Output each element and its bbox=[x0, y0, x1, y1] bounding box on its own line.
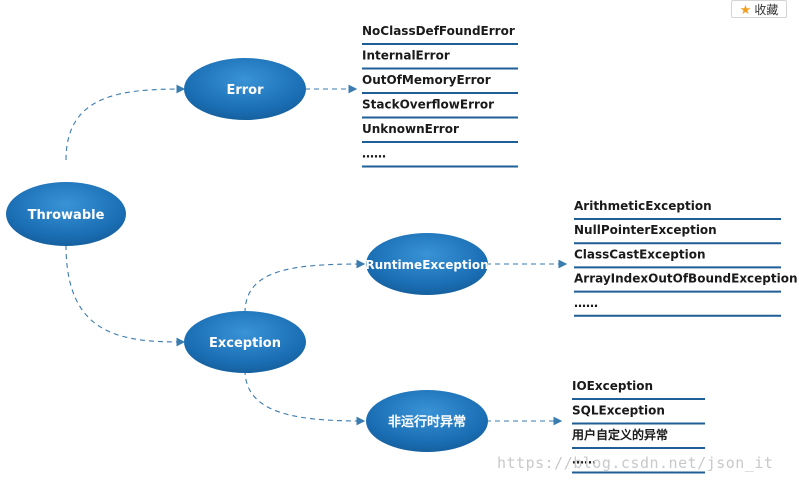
list-item: UnknownError bbox=[362, 122, 459, 136]
list-item: OutOfMemoryError bbox=[362, 73, 491, 87]
star-icon: ★ bbox=[739, 1, 752, 17]
list-item: NullPointerException bbox=[574, 223, 717, 237]
node-exception: Exception bbox=[184, 311, 306, 373]
connector-exception-nonruntime bbox=[244, 369, 366, 426]
list-item: …… bbox=[574, 296, 598, 310]
list-item: …… bbox=[572, 453, 596, 467]
list-item: NoClassDefFoundError bbox=[362, 24, 515, 38]
runtime-exception-list: ArithmeticExceptionNullPointerExceptionC… bbox=[574, 199, 798, 317]
error-subclass-list: NoClassDefFoundErrorInternalErrorOutOfMe… bbox=[362, 24, 518, 168]
list-item: …… bbox=[362, 147, 386, 161]
list-item: ArrayIndexOutOfBoundException bbox=[574, 272, 798, 286]
watermark: https://blog.csdn.net/json_it bbox=[497, 454, 774, 472]
node-non-runtime-exception: 非运行时异常 bbox=[366, 390, 488, 452]
connector-throwable-error bbox=[65, 84, 186, 161]
list-item: StackOverflowError bbox=[362, 98, 494, 112]
favorite-label: 收藏 bbox=[754, 2, 779, 17]
list-item: 用户自定义的异常 bbox=[571, 427, 668, 442]
connector-exception-runtime bbox=[244, 259, 366, 314]
node-non-runtime-exception-label: 非运行时异常 bbox=[388, 414, 466, 430]
favorite-button[interactable]: ★ 收藏 bbox=[731, 0, 787, 18]
list-item: IOException bbox=[572, 379, 653, 393]
connector-throwable-exception bbox=[65, 244, 186, 347]
node-error-label: Error bbox=[226, 83, 264, 98]
list-item: ArithmeticException bbox=[574, 199, 712, 213]
node-error: Error bbox=[184, 58, 306, 120]
list-item: SQLException bbox=[572, 404, 665, 418]
node-throwable: Throwable bbox=[6, 182, 126, 246]
node-exception-label: Exception bbox=[209, 336, 281, 351]
list-item: ClassCastException bbox=[574, 247, 706, 261]
node-runtime-exception: RuntimeException bbox=[365, 233, 489, 295]
node-throwable-label: Throwable bbox=[28, 208, 105, 223]
node-runtime-exception-label: RuntimeException bbox=[365, 258, 488, 272]
list-item: InternalError bbox=[362, 49, 450, 63]
